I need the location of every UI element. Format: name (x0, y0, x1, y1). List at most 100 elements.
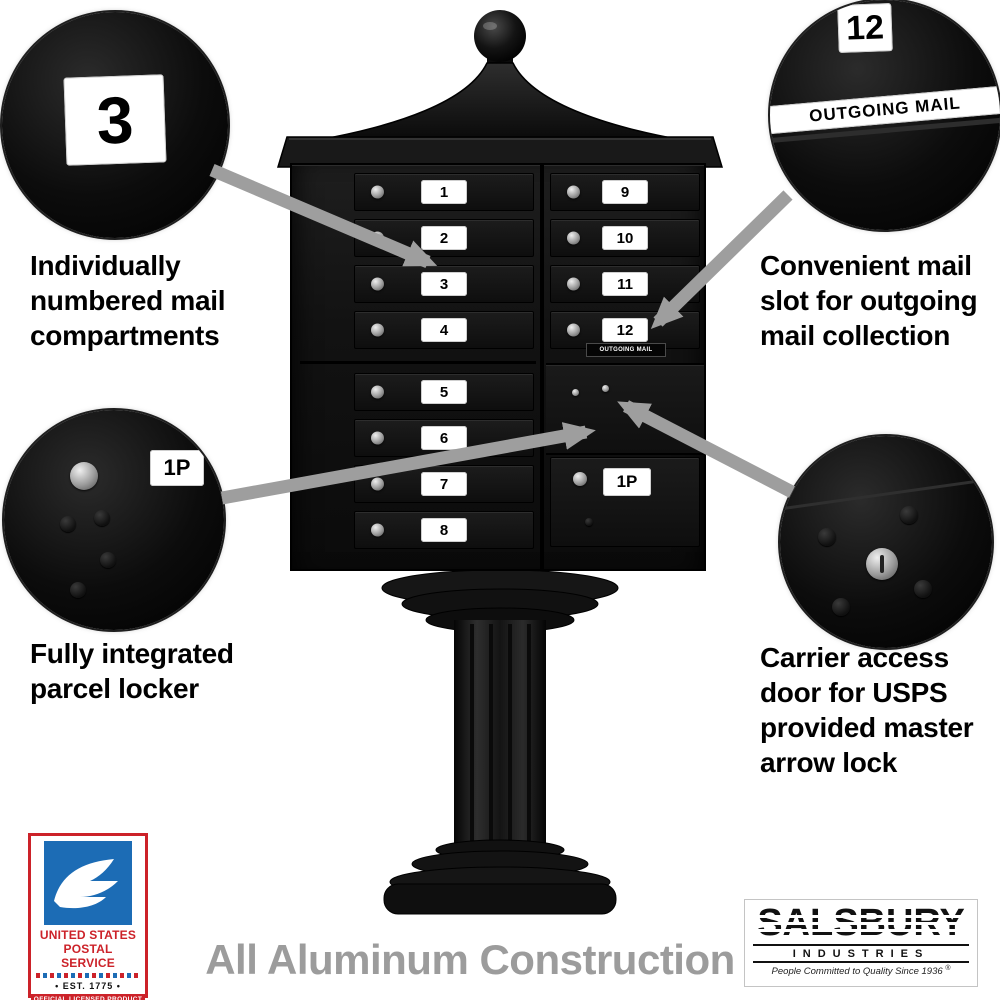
lock-knob-icon (567, 231, 580, 245)
mail-door-9: 9 (550, 173, 700, 211)
mail-door-2: 2 (354, 219, 534, 257)
door-number-plate: 3 (421, 272, 467, 296)
salsbury-logo: SALSBURY INDUSTRIES People Committed to … (744, 899, 978, 987)
mail-door-5: 5 (354, 373, 534, 411)
callout-circle-outgoing: 12 OUTGOING MAIL (770, 0, 1000, 230)
door-number-plate: 9 (602, 180, 648, 204)
pedestal-ring-1 (401, 588, 599, 620)
parcel-locker-door: 1P (550, 457, 700, 547)
wordmark-stripe (753, 915, 969, 918)
pedestal-flutes (470, 624, 531, 846)
lock-knob-icon (567, 323, 580, 337)
registered-mark: ® (945, 965, 951, 972)
screw-icon (572, 389, 579, 396)
mail-door-11: 11 (550, 265, 700, 303)
lock-knob-icon (371, 431, 384, 445)
mail-door-7: 7 (354, 465, 534, 503)
pedestal-plinth (383, 883, 617, 915)
rivet-icon (818, 528, 836, 546)
rivet-icon (60, 516, 76, 532)
callout-circle-numbered: 3 (2, 12, 228, 238)
salsbury-wordmark: SALSBURY (753, 903, 969, 943)
pedestal-base-ring-1 (435, 839, 565, 861)
mail-door-8: 8 (354, 511, 534, 549)
usps-eagle-icon (54, 859, 118, 909)
pedestal-cap (381, 569, 619, 607)
lock-knob-icon (567, 277, 580, 291)
logo-rule (753, 944, 969, 946)
construction-tagline: All Aluminum Construction (205, 936, 735, 983)
callout-circle-arrow-lock (780, 436, 992, 648)
mail-door-4: 4 (354, 311, 534, 349)
number-badge-plate: 3 (63, 74, 167, 166)
caption-line: Convenient mail (760, 250, 972, 281)
carrier-access-door (546, 363, 704, 455)
rivet-icon (914, 580, 932, 598)
caption-line: parcel locker (30, 673, 199, 704)
door-number-plate: 1 (421, 180, 467, 204)
door-number-plate: 11 (602, 272, 648, 296)
column-divider (540, 165, 544, 569)
door-number-plate: 7 (421, 472, 467, 496)
caption-line: Individually (30, 250, 181, 281)
wordmark-stripe (753, 922, 969, 925)
usps-stripes (36, 973, 140, 978)
mailbox-cabinet: 1 2 3 4 5 6 7 8 (290, 163, 706, 571)
parcel-badge-plate: 1P (150, 450, 204, 486)
caption-line: provided master (760, 712, 974, 743)
rivet-icon (585, 518, 593, 526)
salsbury-tagline: People Committed to Quality Since 1936 ® (753, 965, 969, 977)
wordmark-stripe (753, 929, 969, 932)
rivet-icon (832, 598, 850, 616)
lock-knob-icon (70, 462, 98, 490)
salsbury-division: INDUSTRIES (792, 948, 930, 960)
left-column-seam (300, 361, 536, 364)
usps-licensed-label: OFFICIAL LICENSED PRODUCT (31, 994, 145, 1000)
lock-knob-icon (371, 477, 384, 491)
number-badge-plate: 12 (837, 3, 893, 53)
usps-name-line2: POSTAL SERVICE (61, 942, 115, 970)
usps-est-label: • EST. 1775 • (55, 981, 121, 991)
lock-knob-icon (371, 323, 384, 337)
door-number-plate: 12 (602, 318, 648, 342)
mail-door-3: 3 (354, 265, 534, 303)
parcel-number-plate: 1P (603, 468, 651, 496)
door-number-plate: 4 (421, 318, 467, 342)
lock-knob-icon (371, 385, 384, 399)
usps-name-line1: UNITED STATES (39, 928, 137, 942)
door-number-plate: 2 (421, 226, 467, 250)
caption-line: door for USPS (760, 677, 948, 708)
caption-line: arrow lock (760, 747, 898, 778)
caption-line: compartments (30, 320, 220, 351)
usps-eagle-emblem (44, 841, 132, 925)
caption-parcel: Fully integrated parcel locker (30, 636, 234, 706)
pedestal-base-ring-2 (411, 850, 589, 878)
caption-outgoing: Convenient mail slot for outgoing mail c… (760, 248, 978, 353)
logo-rule (753, 961, 969, 963)
finial-highlight (483, 22, 497, 30)
lock-knob-icon (371, 523, 384, 537)
rivet-icon (100, 552, 116, 568)
usps-licensed-logo: UNITED STATES POSTAL SERVICE • EST. 1775… (28, 833, 148, 1000)
mail-door-10: 10 (550, 219, 700, 257)
door-number-plate: 10 (602, 226, 648, 250)
mail-door-6: 6 (354, 419, 534, 457)
rivet-icon (900, 506, 918, 524)
pedestal-ring-2 (425, 607, 575, 633)
panel-edge-line (780, 473, 992, 514)
door-number-plate: 5 (421, 380, 467, 404)
callout-circle-parcel: 1P (4, 410, 224, 630)
roof-dome (317, 62, 683, 141)
caption-line: numbered mail (30, 285, 226, 316)
door-number-plate: 8 (421, 518, 467, 542)
pedestal-base-ring-3 (389, 866, 611, 898)
caption-numbered: Individually numbered mail compartments (30, 248, 226, 353)
door-number-plate: 6 (421, 426, 467, 450)
lock-knob-icon (371, 231, 384, 245)
screw-icon (602, 385, 609, 392)
caption-line: Fully integrated (30, 638, 234, 669)
rivet-icon (70, 582, 86, 598)
mail-door-1: 1 (354, 173, 534, 211)
arrow-lock-keyway (880, 555, 884, 573)
